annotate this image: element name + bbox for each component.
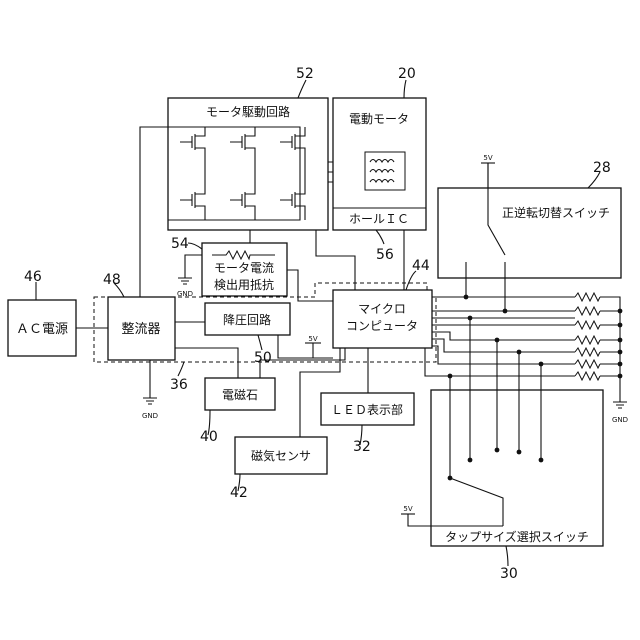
tap-switch-box <box>431 390 603 546</box>
current-resistor-label-2: 検出用抵抗 <box>214 277 274 292</box>
ref-40: 40 <box>200 429 218 445</box>
mcu-label-1: マイクロ <box>358 302 406 316</box>
mag-sensor-label: 磁気センサ <box>251 448 311 463</box>
hall-ic-label: ホールＩＣ <box>349 212 409 226</box>
ref-48: 48 <box>103 272 121 288</box>
5v-label: 5V <box>308 335 317 343</box>
pull-resistors <box>575 293 600 380</box>
tap-switch-label: タップサイズ選択スイッチ <box>445 529 589 544</box>
rectifier-label: 整流器 <box>121 322 160 337</box>
dir-switch-label: 正逆転切替スイッチ <box>502 205 610 220</box>
led-label: ＬＥＤ表示部 <box>331 402 403 417</box>
ref-46: 46 <box>24 269 42 285</box>
ref-32: 32 <box>353 439 371 455</box>
motor-drive-label: モータ駆動回路 <box>206 104 290 119</box>
motor-label: 電動モータ <box>349 112 409 126</box>
ref-42: 42 <box>230 485 248 501</box>
ref-20: 20 <box>398 66 416 82</box>
5v-label: 5V <box>483 154 492 162</box>
ref-52: 52 <box>296 66 314 82</box>
ref-54: 54 <box>171 236 189 252</box>
ac-power-label: ＡＣ電源 <box>16 322 68 337</box>
ref-30: 30 <box>500 566 518 582</box>
mcu-label-2: コンピュータ <box>346 319 418 333</box>
ref-28: 28 <box>593 160 611 176</box>
ref-44: 44 <box>412 258 430 274</box>
gnd-label: GND <box>142 412 158 420</box>
current-resistor-label-1: モータ電流 <box>214 261 274 275</box>
ref-50: 50 <box>254 350 272 366</box>
5v-label: 5V <box>403 505 412 513</box>
gnd-label: GND <box>177 290 193 298</box>
ref-36: 36 <box>170 377 188 393</box>
gnd-label: GND <box>612 416 628 424</box>
step-down-label: 降圧回路 <box>223 312 271 327</box>
electromagnet-label: 電磁石 <box>222 387 258 402</box>
ref-56: 56 <box>376 247 394 263</box>
